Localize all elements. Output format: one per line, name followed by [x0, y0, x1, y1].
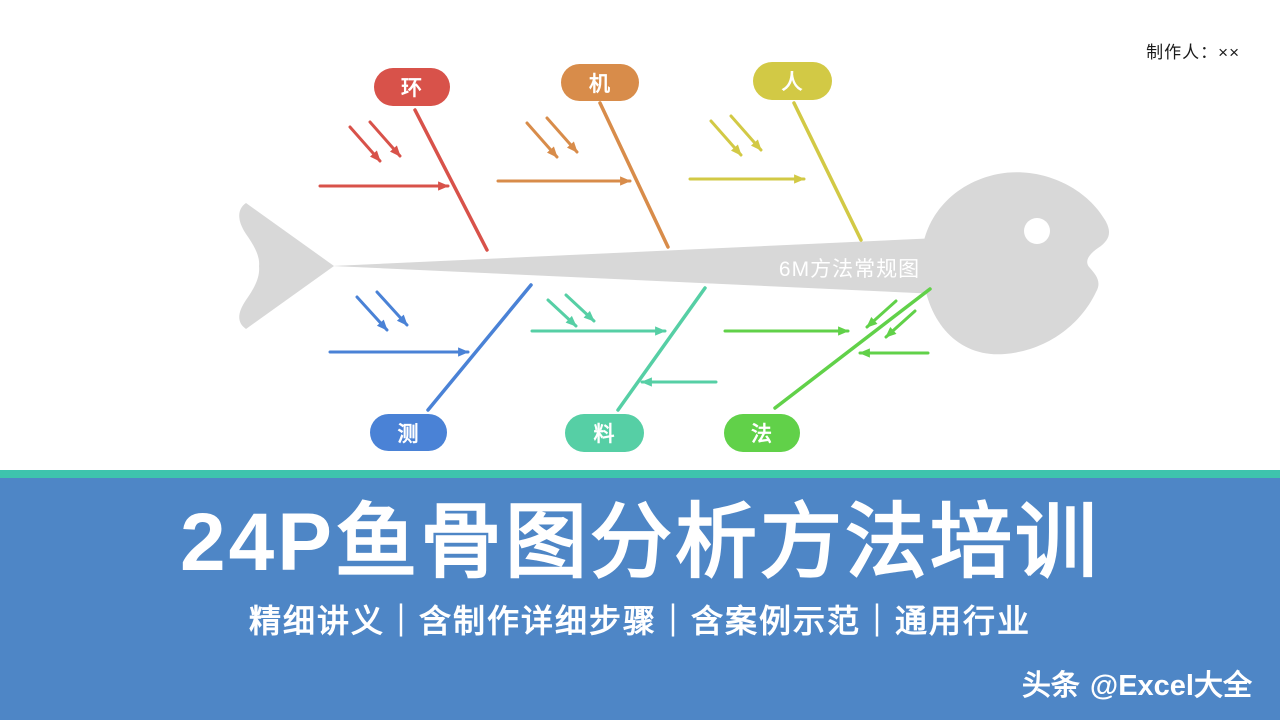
bone-environment: [318, 108, 489, 252]
divider-line: [0, 470, 1280, 478]
fish-eye: [1024, 218, 1050, 244]
bone-man: [688, 101, 863, 242]
watermark-account: @Excel大全: [1089, 670, 1252, 702]
watermark: 头条 @Excel大全: [1022, 662, 1252, 704]
diagram-area: 制作人：××: [239, 43, 1240, 452]
category-pill-environment: 环: [374, 68, 450, 106]
bone-measurement: [328, 283, 533, 412]
title-banner: 24P鱼骨图分析方法培训 精细讲义｜含制作详细步骤｜含案例示范｜通用行业 头条 @…: [0, 478, 1280, 720]
slide-title: 24P鱼骨图分析方法培训: [180, 497, 1100, 588]
slide-subtitle: 精细讲义｜含制作详细步骤｜含案例示范｜通用行业: [248, 603, 1031, 640]
fish-head-shape: [921, 172, 1110, 355]
spine-label: 6M方法常规图: [778, 258, 921, 281]
bone-method: [723, 287, 932, 410]
category-pill-method: 法: [724, 414, 800, 452]
fishbone-diagram: [239, 101, 1110, 412]
fish-body: [239, 172, 1110, 355]
category-pill-measurement: 测: [370, 414, 447, 451]
category-pill-machine: 机: [561, 64, 639, 101]
bone-machine: [496, 101, 670, 249]
producer-credit: 制作人：××: [1146, 43, 1240, 62]
category-pill-man: 人: [753, 62, 832, 100]
category-pill-material: 料: [565, 414, 644, 452]
watermark-brand: 头条: [1021, 670, 1080, 702]
bone-material: [530, 286, 718, 412]
fish-tail-shape: [239, 203, 334, 329]
fish-spine-shape: [332, 238, 938, 294]
